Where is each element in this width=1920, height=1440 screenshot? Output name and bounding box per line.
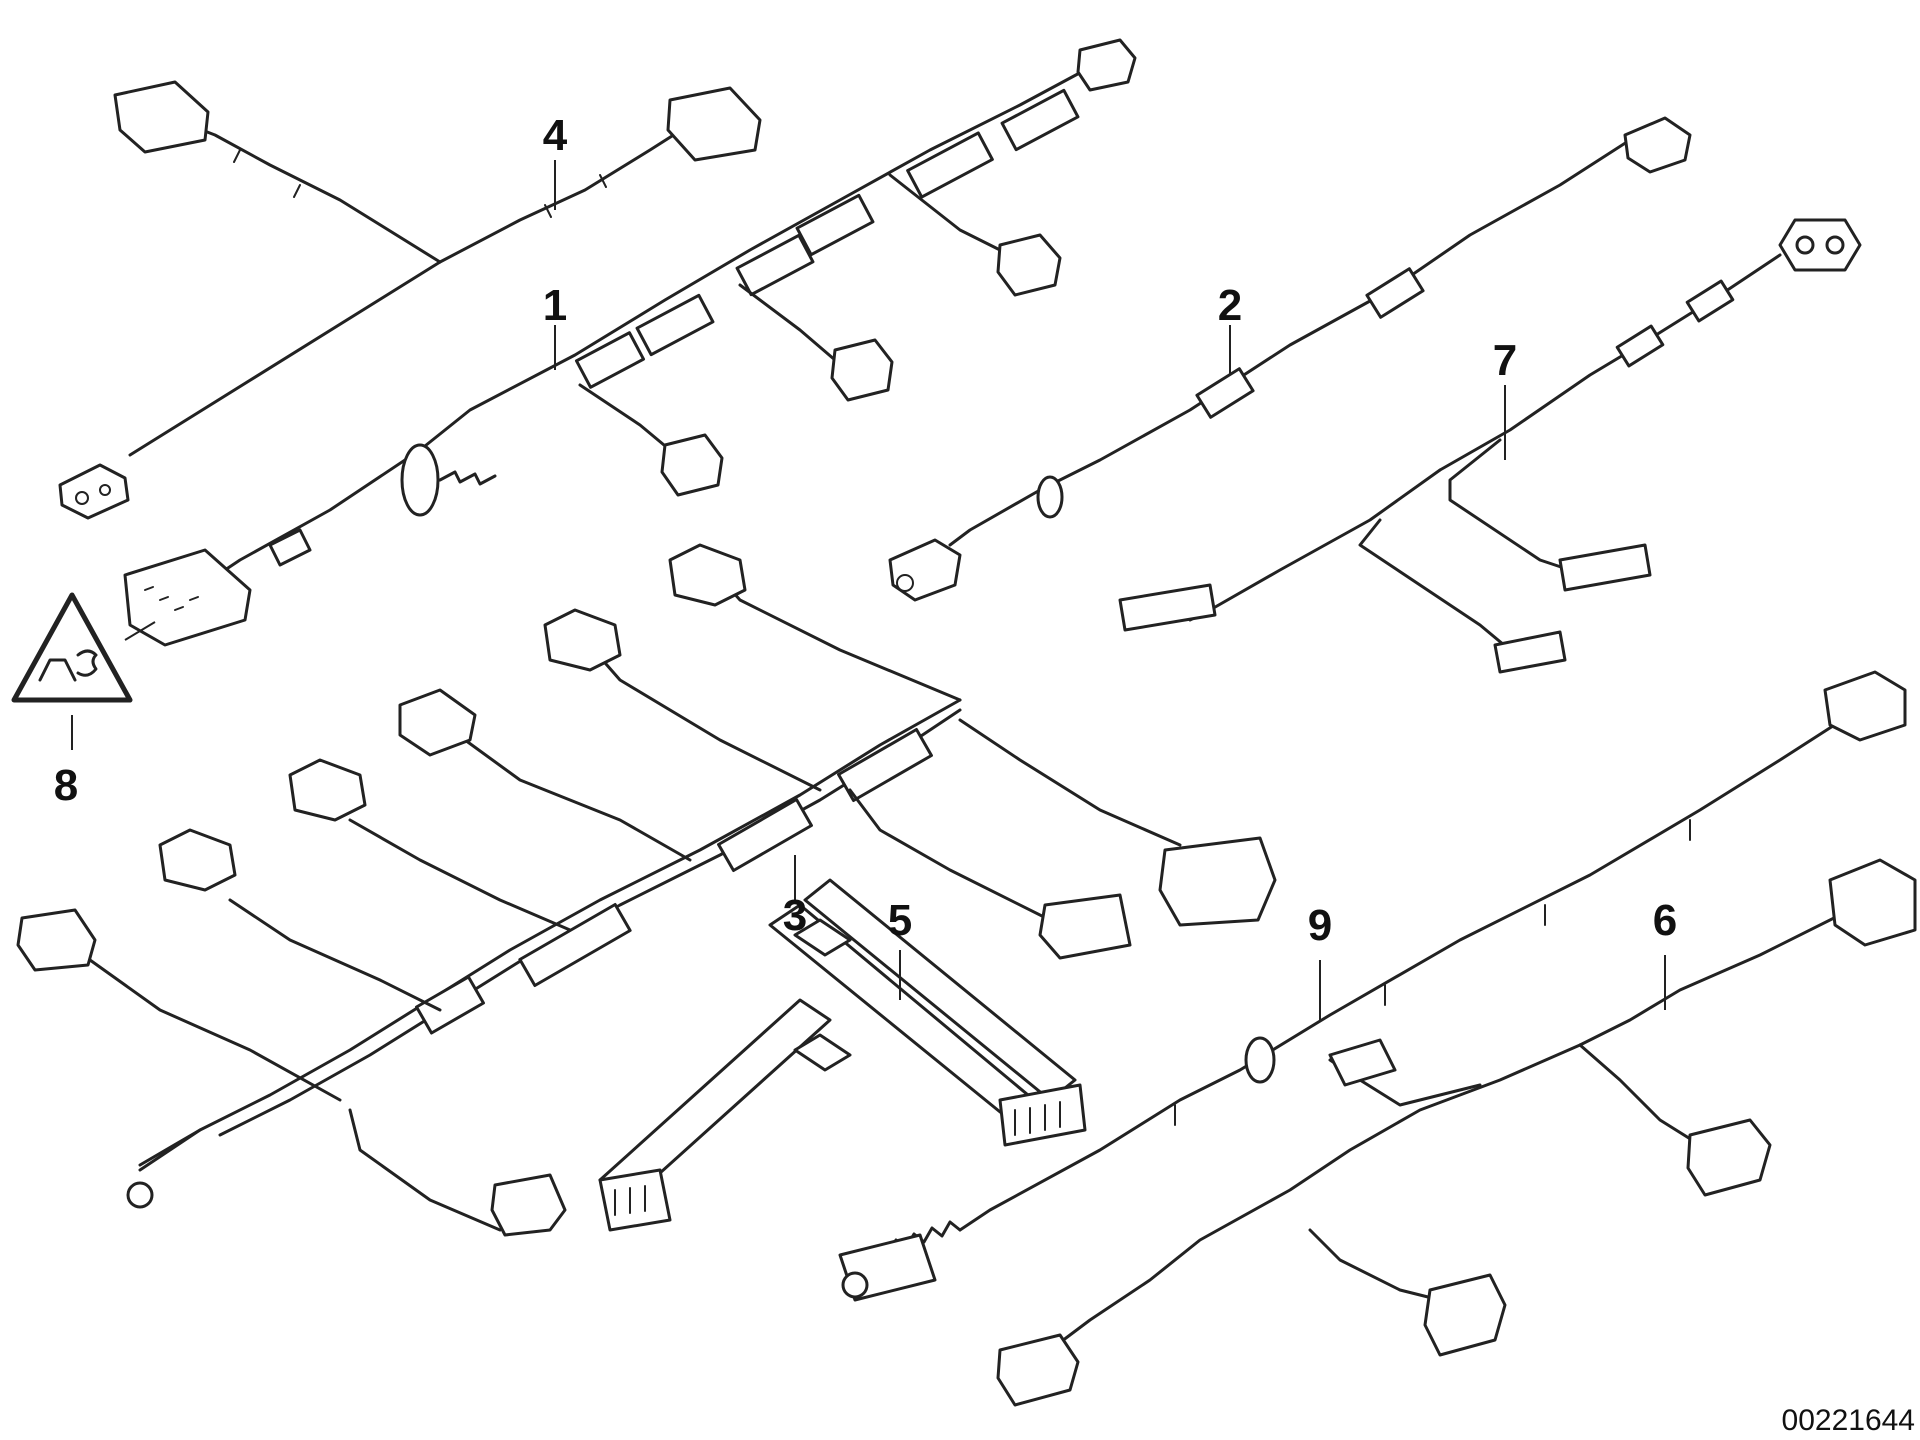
reference-number: 00221644 [1782, 1404, 1915, 1437]
callout-9: 9 [1308, 901, 1332, 950]
harness-7 [1118, 218, 1862, 674]
callout-2: 2 [1218, 281, 1242, 330]
harness-2 [888, 116, 1692, 602]
callout-8: 8 [54, 761, 78, 810]
harness-9 [838, 670, 1907, 1302]
callout-4: 4 [543, 111, 568, 160]
callout-7: 7 [1493, 336, 1517, 385]
harness-1 [123, 38, 1137, 647]
callout-1: 1 [543, 281, 567, 330]
harness-6 [996, 858, 1917, 1407]
harness-5 [598, 878, 1087, 1232]
callout-5: 5 [888, 896, 912, 945]
harness-3 [16, 543, 1277, 1237]
warning-triangle-icon [11, 592, 156, 750]
harness-4 [58, 80, 762, 520]
callout-3: 3 [783, 891, 807, 940]
callout-leaders [554, 160, 1666, 1020]
callout-6: 6 [1653, 896, 1677, 945]
